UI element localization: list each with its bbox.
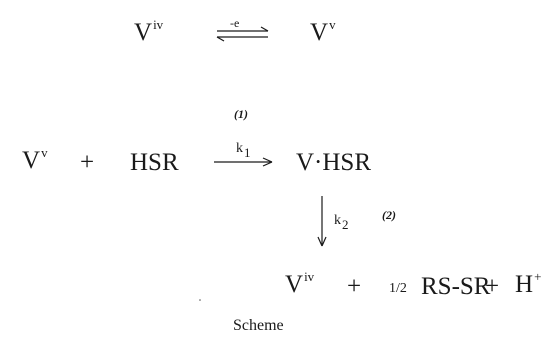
forward-arrow-k1	[214, 157, 273, 167]
step-2-label: (2)	[382, 208, 396, 222]
rate-constant-k2: k2	[334, 213, 349, 232]
scheme-caption: Scheme	[233, 317, 284, 334]
vanadium-v-species: Vv	[310, 17, 336, 46]
vanadium-iv-product: Viv	[285, 269, 315, 298]
thiol-reactant: HSR	[130, 149, 179, 176]
equilibrium-arrow	[216, 26, 269, 42]
plus-sign-3: +	[485, 273, 500, 300]
down-arrow-k2	[317, 196, 327, 247]
step-1-label: (1)	[234, 107, 248, 121]
plus-sign: +	[80, 149, 95, 176]
vanadium-v-reactant: Vv	[22, 145, 48, 174]
disulfide-product: RS-SR	[421, 273, 491, 300]
half-coefficient: 1/2	[389, 281, 407, 296]
dot-mark	[199, 299, 201, 301]
equilibrium-arrow-label: -e	[230, 16, 240, 30]
vanadium-thiol-complex: V·HSR	[296, 149, 372, 176]
plus-sign-2: +	[347, 273, 362, 300]
proton-product: H+	[515, 269, 542, 298]
vanadium-iv-species: Viv	[134, 17, 164, 46]
rate-constant-k1: k1	[236, 141, 251, 160]
